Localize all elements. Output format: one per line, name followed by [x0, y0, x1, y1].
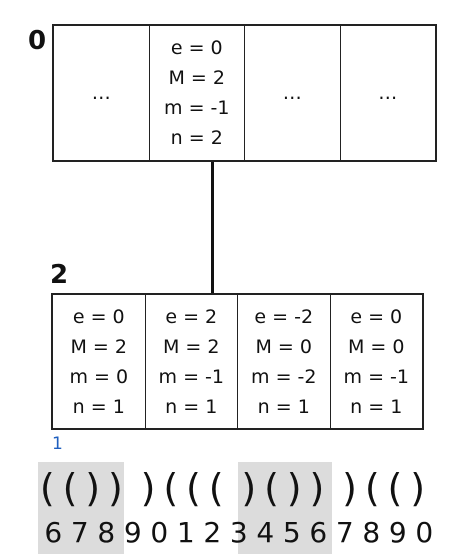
index-digit: 9: [388, 516, 407, 549]
bottom-cell-1-line-3: n = 1: [165, 395, 218, 418]
sequence-char: ): [286, 466, 302, 510]
sequence-char: ): [107, 466, 123, 510]
sequence-char: (: [387, 466, 403, 510]
bottom-node-cell-2: e = -2 M = 0 m = -2 n = 1: [238, 295, 331, 428]
index-digit: 4: [256, 516, 275, 549]
top-cell-1-line-2: m = -1: [164, 97, 230, 119]
sequence-char: ): [342, 466, 357, 510]
sequence-char: (: [264, 466, 279, 510]
sequence-char: (: [163, 466, 179, 510]
bottom-cell-3-line-2: m = -1: [343, 365, 409, 388]
bottom-cell-3-line-1: M = 0: [348, 335, 405, 358]
bottom-cell-3-line-0: e = 0: [350, 305, 403, 328]
range-start-label: 1: [52, 434, 63, 454]
sequence-char: (: [364, 466, 380, 510]
bottom-cell-2-line-2: m = -2: [251, 365, 317, 388]
bottom-node-cell-3: e = 0 M = 0 m = -1 n = 1: [331, 295, 423, 428]
sequence-char: ): [140, 466, 156, 510]
top-node-cell-0: …: [54, 26, 150, 160]
bottom-node-label: 2: [50, 260, 69, 290]
index-digit: 7: [335, 516, 354, 549]
bottom-cell-2-line-0: e = -2: [254, 305, 314, 328]
bottom-cell-1-line-0: e = 2: [165, 305, 218, 328]
sequence-char: [328, 466, 338, 510]
top-cell-1-line-1: M = 2: [168, 67, 225, 89]
top-node-box: … e = 0 M = 2 m = -1 n = 2 … …: [52, 24, 437, 162]
bottom-cell-3-line-3: n = 1: [350, 395, 403, 418]
tree-edge: [211, 162, 214, 294]
top-cell-0-line-0: …: [91, 82, 111, 104]
index-digit: 8: [362, 516, 381, 549]
top-cell-3-line-0: …: [378, 82, 398, 104]
highlight-block-2: [238, 462, 332, 554]
sequence-char: (: [186, 466, 201, 510]
top-cell-2-line-0: …: [282, 82, 302, 104]
sequence-char: [127, 466, 137, 510]
bottom-cell-0-line-0: e = 0: [72, 305, 125, 328]
top-cell-1-line-0: e = 0: [170, 37, 223, 59]
bottom-cell-1-line-2: m = -1: [158, 365, 224, 388]
top-node-cell-3: …: [341, 26, 436, 160]
bottom-node-cell-0: e = 0 M = 2 m = 0 n = 1: [53, 295, 146, 428]
top-node-label: 0: [28, 26, 47, 56]
bottom-node-cell-1: e = 2 M = 2 m = -1 n = 1: [146, 295, 238, 428]
bottom-cell-0-line-1: M = 2: [70, 335, 127, 358]
index-digit: 0: [415, 516, 434, 549]
sequence-char: (: [208, 466, 224, 510]
index-digit: 2: [203, 516, 222, 549]
index-digit: 3: [229, 516, 248, 549]
index-digit: 5: [282, 516, 301, 549]
sequence-char: (: [62, 466, 78, 510]
bottom-cell-2-line-3: n = 1: [257, 395, 310, 418]
bottom-cell-1-line-1: M = 2: [163, 335, 220, 358]
bottom-cell-0-line-2: m = 0: [69, 365, 129, 388]
sequence-char: ): [410, 466, 426, 510]
sequence-char: (: [39, 466, 55, 510]
index-digit: 1: [176, 516, 195, 549]
parenthesis-sequence: (()))((()()))((): [36, 466, 429, 510]
index-digit: 0: [150, 516, 169, 549]
bottom-cell-0-line-3: n = 1: [72, 395, 125, 418]
top-node-cell-1: e = 0 M = 2 m = -1 n = 2: [150, 26, 245, 160]
bottom-node-box: e = 0 M = 2 m = 0 n = 1 e = 2 M = 2 m = …: [51, 293, 424, 430]
sequence-char: ): [85, 466, 101, 510]
index-digit: 7: [70, 516, 89, 549]
index-digit: 6: [44, 516, 63, 549]
top-cell-1-line-3: n = 2: [170, 127, 223, 149]
highlight-block-1: [38, 462, 124, 554]
index-digit: 9: [123, 516, 142, 549]
sequence-char: ): [241, 466, 257, 510]
top-node-cell-2: …: [245, 26, 341, 160]
sequence-char: ): [309, 466, 325, 510]
bottom-cell-2-line-1: M = 0: [255, 335, 312, 358]
index-digit: 8: [97, 516, 116, 549]
index-digit: 6: [309, 516, 328, 549]
sequence-char: [228, 466, 238, 510]
